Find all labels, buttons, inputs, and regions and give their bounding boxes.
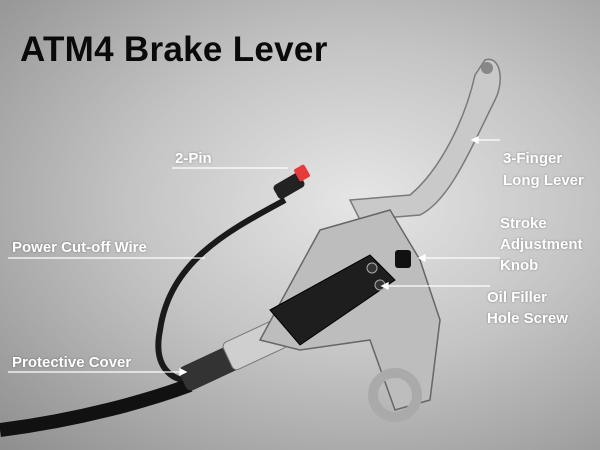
handlebar-clamp: [368, 368, 422, 422]
connector-red-cap: [294, 164, 310, 182]
protective-cover: [179, 345, 241, 391]
oil-filler-screw: [366, 262, 378, 274]
label-stroke-adjustment-knob: Stroke Adjustment Knob: [500, 213, 583, 276]
page-title: ATM4 Brake Lever: [20, 30, 328, 69]
label-line: Oil Filler: [487, 289, 548, 306]
power-cut-off-wire: [155, 197, 287, 384]
label-line: Long Lever: [503, 172, 584, 189]
label-power-cut-off-wire: Power Cut-off Wire: [12, 239, 147, 256]
stroke-adjustment-knob: [395, 250, 411, 268]
label-line: Knob: [500, 257, 539, 274]
two-pin-connector: [273, 173, 305, 199]
label-two-pin: 2-Pin: [175, 150, 212, 167]
hose: [0, 378, 193, 437]
label-protective-cover: Protective Cover: [12, 354, 132, 371]
reservoir-cover: [269, 254, 396, 346]
leader-lines: [8, 135, 500, 377]
lever-pivot-hole: [481, 62, 493, 74]
label-three-finger-lever: 3-Finger Long Lever: [503, 148, 584, 192]
label-oil-filler-hole-screw: Oil Filler Hole Screw: [487, 287, 568, 329]
label-line: Hole Screw: [487, 310, 568, 327]
label-line: 3-Finger: [503, 150, 563, 167]
label-line: Stroke: [500, 215, 547, 232]
three-finger-lever: [348, 58, 501, 221]
label-line: Adjustment: [500, 236, 583, 253]
